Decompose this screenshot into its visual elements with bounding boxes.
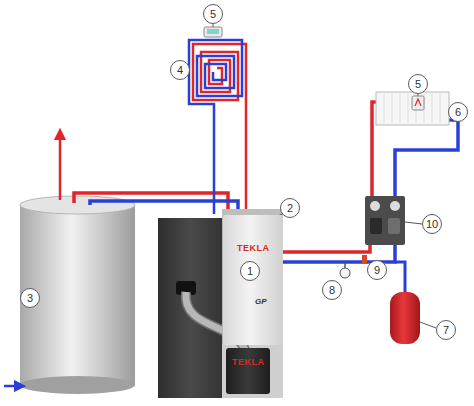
callout-number: 7 xyxy=(436,320,456,340)
radiator-flow-riser xyxy=(372,102,376,196)
thermostat xyxy=(412,96,424,110)
tank-return-pipe xyxy=(90,201,238,214)
callout-number: 8 xyxy=(329,284,335,296)
gauge-stem xyxy=(344,262,346,268)
hot-water-outlet xyxy=(59,134,62,200)
expansion-vessel xyxy=(390,292,420,344)
callout-number: 2 xyxy=(287,202,293,214)
callout-number: 1 xyxy=(247,265,253,277)
callout-number: 2 xyxy=(280,198,300,218)
thermostat-display xyxy=(207,29,219,34)
model-name: GP xyxy=(255,297,267,306)
callout-number: 6 xyxy=(455,106,461,118)
tank-flow-pipe xyxy=(74,193,228,214)
thermostat-symbol xyxy=(415,99,421,106)
callout-number: 9 xyxy=(374,264,380,276)
callout-number: 3 xyxy=(20,288,40,308)
tank-top xyxy=(20,196,135,214)
pellet-burner: TEKLA xyxy=(226,348,270,394)
floor-coil-flow xyxy=(193,44,246,214)
callout-number: 10 xyxy=(426,218,438,230)
callout-number: 5 xyxy=(203,4,223,24)
pump-gauge xyxy=(390,201,400,211)
radiator-return-pipe xyxy=(395,120,458,196)
mixing-valve xyxy=(388,218,400,234)
leader-line xyxy=(420,322,436,328)
callout-number: 5 xyxy=(408,74,428,94)
callout-number: 10 xyxy=(422,214,442,234)
tank-bottom xyxy=(20,376,135,394)
boiler-panel: TEKLA GP 1 xyxy=(222,215,283,345)
callout-number: 9 xyxy=(367,260,387,280)
pump-gauge xyxy=(370,201,380,211)
pressure-gauge xyxy=(340,268,350,278)
callout-number: 7 xyxy=(443,324,449,336)
expansion-pipe xyxy=(395,262,405,292)
callout-number: 1 xyxy=(240,261,260,281)
callout-number: 5 xyxy=(415,78,421,90)
brand-name: TEKLA xyxy=(232,357,265,367)
circulation-pump xyxy=(370,218,382,234)
callout-number: 6 xyxy=(448,102,468,122)
leader-line xyxy=(405,222,422,224)
callout-number: 3 xyxy=(27,292,33,304)
radiator-fins xyxy=(384,94,440,123)
callout-number: 4 xyxy=(170,60,190,80)
pump-group xyxy=(365,196,405,245)
boiler-base xyxy=(222,345,283,398)
callout-number: 8 xyxy=(322,280,342,300)
callout-number: 5 xyxy=(210,8,216,20)
thermostat xyxy=(204,27,222,37)
radiator xyxy=(376,92,449,125)
cold-water-inlet xyxy=(4,385,20,388)
safety-valve xyxy=(362,255,367,264)
radiator-flow-pipe xyxy=(283,245,370,252)
callout-number: 4 xyxy=(177,64,183,76)
tank-body xyxy=(20,205,135,385)
floor-coil-return xyxy=(189,40,242,214)
brand-name: TEKLA xyxy=(237,243,270,253)
